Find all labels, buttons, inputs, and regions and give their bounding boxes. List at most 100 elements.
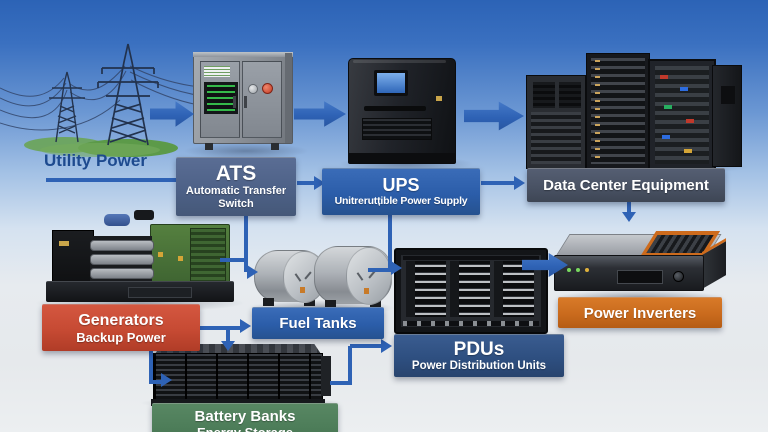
- server-rack: [586, 53, 650, 169]
- data-center-equipment-label-box: Data Center Equipment: [527, 168, 725, 202]
- pdus-subtitle: Power Distribution Units: [411, 359, 547, 372]
- ats-subtitle-2: Switch: [218, 198, 254, 210]
- pdus-title: PDUs: [453, 338, 505, 360]
- arrowhead: [622, 212, 636, 222]
- server-rack: [526, 75, 586, 169]
- silver-button: [248, 84, 258, 94]
- power-inverters-label-box: Power Inverters: [558, 297, 722, 328]
- generators-label-box: Generators Backup Power: [42, 304, 200, 351]
- battery-banks-label-box: Battery Banks Energy Storage: [152, 403, 338, 432]
- status-led: [576, 268, 580, 272]
- small-tower-icon: [49, 71, 85, 143]
- pdu-footer-strip: [403, 321, 539, 326]
- connector-ats-label-to-ups-label: [297, 181, 315, 185]
- cabinet-door-right: [242, 61, 282, 138]
- radiator: [52, 230, 94, 290]
- utility-towers-illustration: [0, 43, 250, 157]
- connector-batteries-up: [348, 346, 352, 385]
- power-inverters-label: Power Inverters: [583, 304, 697, 322]
- utility-power-label: Utility Power: [44, 151, 147, 170]
- arrowhead: [514, 176, 525, 190]
- drive-bay: [617, 270, 663, 284]
- ups-label-box: UPS Unitrerutțible Power Supply: [322, 168, 480, 215]
- battery-banks-title: Battery Banks: [194, 408, 296, 425]
- cabinet-top: [193, 52, 293, 57]
- server-rack-side: [712, 65, 742, 167]
- spec-label: [204, 66, 230, 77]
- arrowhead: [314, 176, 325, 190]
- breaker-column: [494, 261, 534, 317]
- arrowhead: [161, 373, 172, 387]
- ups-slot: [364, 106, 426, 111]
- ats-cabinet-illustration: [183, 52, 309, 159]
- status-led: [585, 268, 589, 272]
- battery-rack-top: [155, 344, 321, 354]
- turbo: [104, 214, 130, 226]
- warning-sticker: [158, 252, 163, 257]
- arrowhead-to-fuel-tanks: [247, 265, 258, 279]
- connector-generator-junction: [220, 258, 246, 262]
- arrowhead: [221, 341, 235, 351]
- red-button: [262, 83, 273, 94]
- ats-label-box: ATS Automatic Transfer Switch: [176, 157, 296, 216]
- ups-display: [374, 70, 408, 96]
- connector-batteries-right: [330, 381, 352, 385]
- pdu-header-strip: [403, 256, 539, 260]
- connector-ups-label-to-dce-label: [481, 181, 515, 185]
- data-center-equipment-label: Data Center Equipment: [543, 177, 709, 194]
- breaker-column: [406, 261, 446, 317]
- battery-rack-base: [151, 399, 325, 406]
- engine-block: [90, 236, 154, 288]
- battery-rack-front: [153, 353, 323, 400]
- ats-subtitle-1: Automatic Transfer: [185, 185, 287, 197]
- server-rack: [648, 59, 716, 171]
- battery-banks-subtitle: Energy Storage: [197, 425, 293, 432]
- ups-title: UPS: [382, 175, 420, 195]
- ats-title: ATS: [215, 162, 257, 185]
- connector-tanks-to-pdu: [368, 268, 392, 272]
- ups-tower-illustration: [338, 58, 474, 172]
- battery-banks-illustration: [139, 344, 341, 410]
- connector-branch-to-batteries: [226, 328, 230, 342]
- fuel-tank: [314, 246, 392, 308]
- fuel-tanks-label: Fuel Tanks: [279, 315, 357, 332]
- door-handle: [233, 96, 236, 108]
- arrow-ats-to-ups: [294, 101, 346, 127]
- warning-sticker: [178, 256, 183, 261]
- large-tower-icon: [97, 43, 159, 146]
- connector-ats-label-down: [244, 215, 248, 272]
- arrowhead: [240, 319, 251, 333]
- cabinet-foot: [205, 143, 213, 150]
- breaker-column: [450, 261, 490, 317]
- fuel-tanks-illustration: [248, 240, 396, 316]
- connector-generators-to-batteries: [149, 380, 163, 384]
- ups-port: [436, 96, 442, 101]
- connector-ups-label-down: [388, 214, 392, 270]
- fuel-tanks-label-box: Fuel Tanks: [252, 307, 384, 339]
- connector-dce-to-inverter: [627, 201, 631, 213]
- cabinet-side: [285, 53, 292, 143]
- pdus-label-box: PDUs Power Distribution Units: [394, 334, 564, 377]
- connector-generators-down: [149, 350, 153, 384]
- door-handle: [244, 96, 247, 108]
- cabinet-foot: [271, 143, 279, 150]
- connector-generators-to-fuel-label: [200, 326, 242, 330]
- power-inverter-illustration: [552, 226, 730, 304]
- air-cleaner: [134, 210, 154, 220]
- control-panel: [204, 82, 238, 114]
- highlight: [353, 60, 446, 63]
- ups-subtitle: Unitrerutțible Power Supply: [334, 195, 468, 207]
- skid-panel: [128, 287, 192, 298]
- status-led: [567, 268, 571, 272]
- ups-grille: [362, 118, 432, 140]
- arrowhead: [381, 339, 392, 353]
- connector-utility-to-ats-label: [46, 178, 178, 182]
- generators-subtitle: Backup Power: [76, 329, 166, 345]
- knob: [673, 271, 684, 282]
- generators-title: Generators: [78, 311, 164, 329]
- battery-rack-end: [321, 356, 331, 396]
- connector-batteries-to-pdus-label: [350, 344, 384, 348]
- grass-patch: [40, 143, 160, 157]
- arrow-ups-to-servers: [464, 101, 524, 131]
- server-racks-illustration: [518, 45, 750, 175]
